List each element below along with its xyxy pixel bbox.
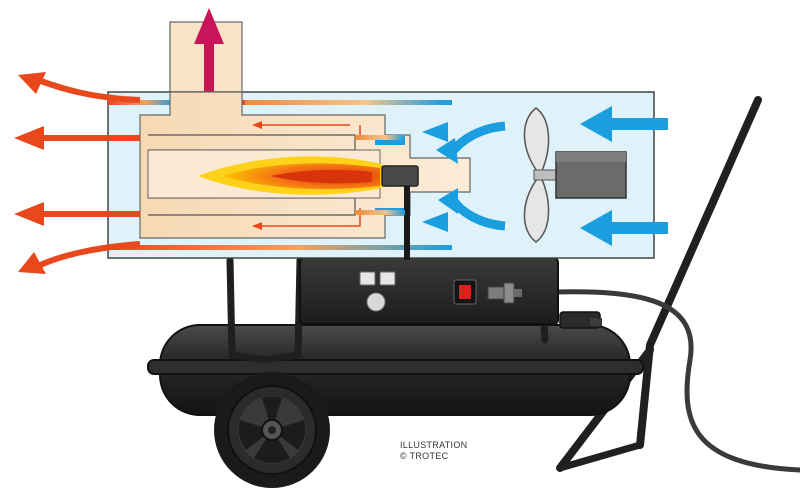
thermostat-knob[interactable] — [366, 292, 386, 312]
intake-arrowhead — [422, 212, 448, 232]
hot-air-arrowhead — [14, 202, 44, 226]
credit-line-2: © TROTEC — [400, 451, 449, 461]
control-box — [299, 257, 559, 325]
hot-air-arrowhead — [18, 252, 46, 274]
hot-air-arrowhead — [18, 72, 46, 94]
intake-arrowhead — [436, 138, 458, 164]
indicator-light — [359, 271, 376, 286]
exhaust-arrow — [194, 8, 224, 44]
indicator-light — [379, 271, 396, 286]
hot-air-streams — [245, 100, 445, 215]
hot-air-arrowhead — [14, 126, 44, 150]
wheel-icon — [214, 372, 330, 488]
flame-icon — [198, 156, 382, 195]
intake-arrowhead — [422, 122, 448, 142]
power-switch-icon[interactable] — [459, 285, 471, 299]
hot-air-outlet — [36, 77, 141, 269]
intake-arrowhead — [438, 188, 458, 214]
burner-nozzle-icon — [381, 165, 419, 260]
motor-icon — [555, 151, 627, 199]
cold-air-intake — [580, 106, 668, 246]
fuel-tank — [147, 311, 644, 416]
fan-icon — [523, 107, 561, 243]
plug-socket — [487, 282, 522, 304]
power-cable — [552, 289, 800, 473]
illustration-credit: ILLUSTRATION © TROTEC — [400, 440, 467, 462]
credit-line-1: ILLUSTRATION — [400, 440, 468, 450]
